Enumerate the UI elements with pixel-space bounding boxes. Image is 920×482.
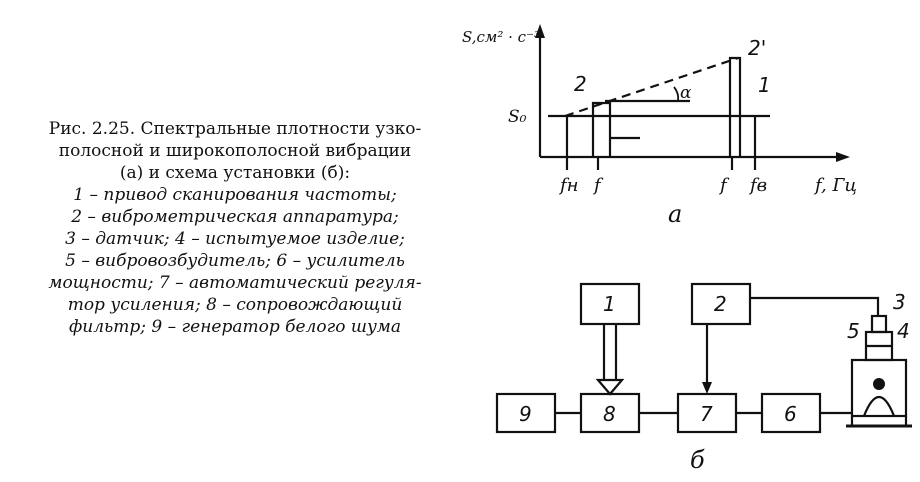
sensor-body [870,314,888,334]
angle-arc [673,86,680,102]
block-8: 8 [603,402,616,426]
panel-label-a: а [668,200,682,228]
label-item-4: 4 [897,319,910,343]
curve-label-1: 1 [758,73,771,97]
x-axis-label: f, Гц [813,175,857,196]
block-diagram [495,282,912,434]
tick-label-f1: f [592,175,604,196]
caption-item: 2 – виброметрическая аппаратура; [71,207,399,227]
caption-item: 5 – вибровозбудитель; 6 – усилитель [65,251,405,271]
narrowband-bar-low [591,101,612,157]
figure-caption: Рис. 2.25. Спектральные плотности узко- … [0,118,470,338]
curve-label-2: 2 [574,72,587,96]
exciter-armature [862,396,896,417]
x-axis-arrow [836,152,850,162]
spectral-plot [535,24,850,170]
caption-title-line: (а) и схема установки (б): [119,163,351,183]
tick-label-fn: fн [558,175,579,196]
caption-item: фильтр; 9 – генератор белого шума [68,317,402,337]
block-1-frame [579,282,641,326]
block-1: 1 [603,292,616,316]
block-7: 7 [700,402,713,426]
label-sensor-3: 3 [893,290,906,314]
curve-label-2-prime: 2' [748,36,766,60]
caption-item: мощности; 7 – автоматический регуля- [48,273,422,293]
caption-title-line: полосной и широкополосной вибрации [58,141,412,161]
caption-title-line: Рис. 2.25. Спектральные плотности узко- [48,119,422,139]
y-axis-arrow [535,24,545,38]
block-6: 6 [784,402,797,426]
s0-label: S₀ [508,107,527,127]
caption-item: 1 – привод сканирования частоты; [73,185,397,205]
link-2-7-arrowhead [702,382,712,394]
angle-label: α [680,83,692,103]
caption-item: 3 – датчик; 4 – испытуемое изделие; [65,229,405,249]
block-2: 2 [714,292,727,316]
y-axis-label: S,см² · с⁻³ [462,28,540,46]
narrowband-bar-high [728,56,742,157]
block-2-frame [690,282,752,326]
tick-label-fb: fв [748,175,767,196]
block-9: 9 [519,402,532,426]
tick-label-f2: f [718,175,730,196]
caption-item: тор усиления; 8 – сопровождающий [67,295,403,315]
envelope-dashed-line [564,56,739,118]
exciter-pivot [873,378,885,390]
panel-label-b: б [690,446,705,474]
link-1-8-arrowhead [595,378,625,396]
link-2-sensor [750,296,880,316]
label-exciter-5: 5 [847,319,860,343]
